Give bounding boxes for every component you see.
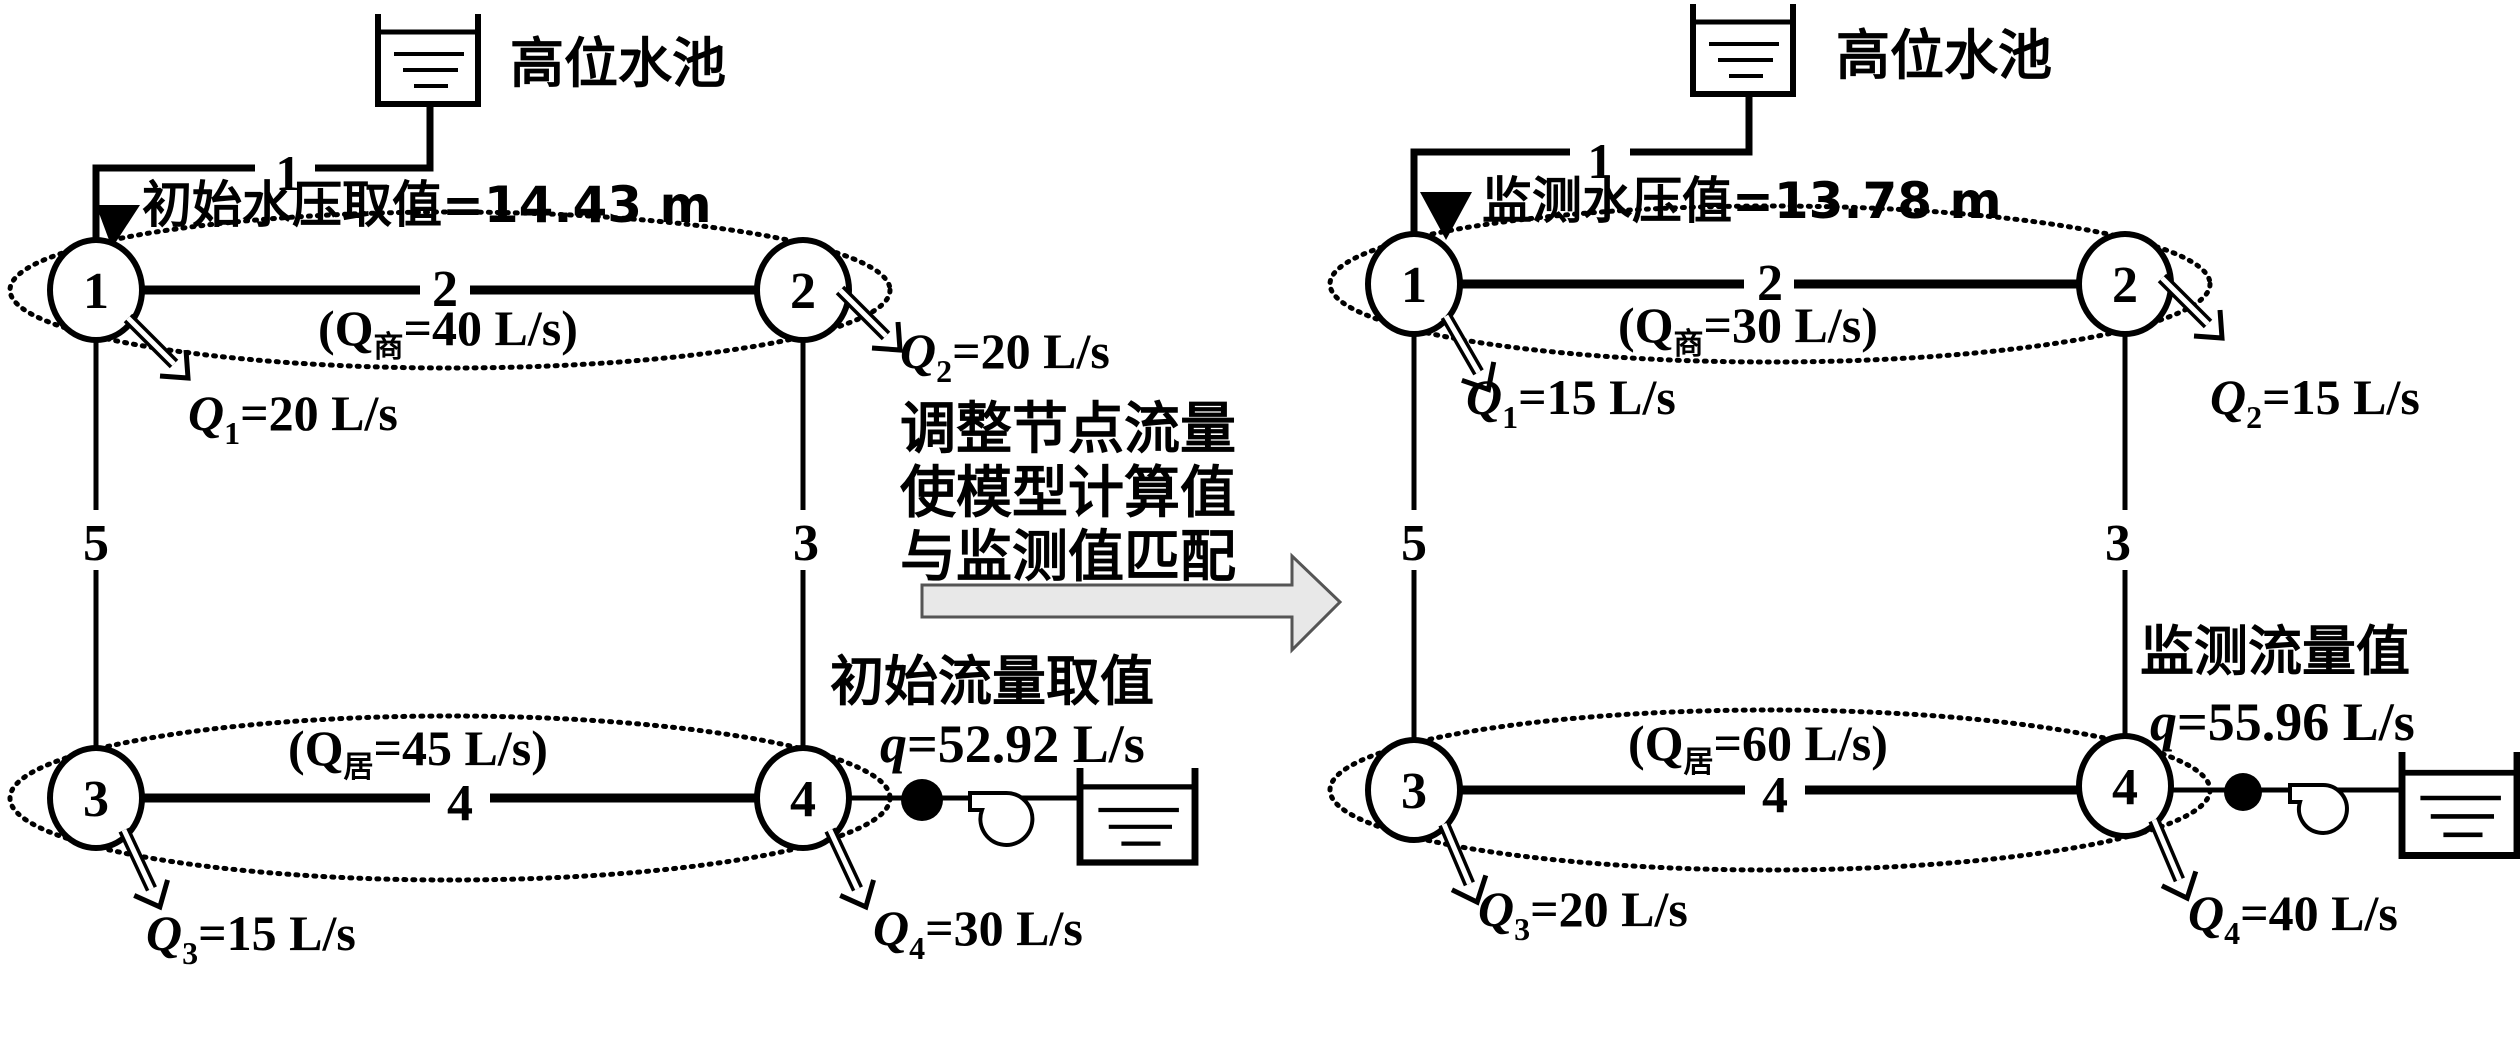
svg-text:2: 2 (2112, 257, 2138, 314)
pipe-4-label: 4 (1762, 767, 1788, 824)
panel-initial: 高位水池 1 初始水压取值=14.43 m 2 5 3 4 1 2 (7, 14, 1195, 971)
node-1: 1 (1365, 231, 1463, 337)
commercial-zone (7, 209, 893, 371)
svg-text:3: 3 (83, 771, 109, 828)
demand-q1: Q1=15 L/s (1466, 369, 1676, 435)
pump-icon (968, 790, 1035, 847)
transition-line-3: 与监测值匹配 (900, 525, 1236, 590)
node-3: 3 (47, 745, 145, 851)
demand-q1: Q1=20 L/s (188, 385, 398, 451)
pipe-3-label: 3 (2105, 515, 2131, 572)
demand-arrow-icon (128, 318, 188, 378)
transition-line-2: 使模型计算值 (900, 461, 1236, 526)
demand-q2: Q2=15 L/s (2210, 369, 2420, 435)
pump-icon (2288, 782, 2349, 835)
transition: 调整节点流量 使模型计算值 与监测值匹配 (900, 397, 1343, 654)
residential-demand-label: (Q居=45 L/s) (288, 720, 548, 785)
pipe-1-label: 1 (1588, 133, 1613, 189)
pipe-5-label: 5 (83, 515, 109, 572)
source-tank-icon (1080, 768, 1195, 863)
pipe-4-label: 4 (447, 775, 473, 832)
flow-meter-icon (901, 779, 943, 821)
pressure-marker-icon (1420, 192, 1472, 240)
node-2: 2 (2076, 231, 2174, 337)
node-3: 3 (1365, 737, 1463, 843)
pressure-text: 初始水压取值=14.43 m (142, 176, 712, 234)
pipe-2-label: 2 (432, 261, 458, 318)
commercial-demand-label: (Q商=40 L/s) (318, 300, 578, 365)
demand-arrow-icon (2162, 278, 2222, 338)
residential-demand-label: (Q居=60 L/s) (1628, 715, 1888, 780)
pipe-1-label: 1 (276, 145, 301, 201)
svg-text:4: 4 (2112, 759, 2138, 816)
pipe-3-label: 3 (793, 515, 819, 572)
flow-title: 初始流量取值 (830, 650, 1154, 713)
transition-line-1: 调整节点流量 (900, 397, 1236, 462)
demand-arrow-icon (840, 290, 900, 350)
node-1: 1 (47, 237, 145, 343)
high-reservoir-icon (378, 14, 478, 104)
commercial-zone (1327, 203, 2213, 365)
demand-q3: Q3=15 L/s (146, 905, 356, 971)
demand-q4: Q4=40 L/s (2188, 885, 2398, 951)
svg-text:1: 1 (83, 263, 109, 320)
transition-arrow-icon (920, 552, 1343, 654)
svg-text:2: 2 (790, 263, 816, 320)
reservoir-label: 高位水池 (510, 32, 726, 95)
svg-text:1: 1 (1401, 257, 1427, 314)
node-2: 2 (754, 237, 852, 343)
svg-text:3: 3 (1401, 763, 1427, 820)
node-4: 4 (2076, 733, 2174, 839)
reservoir-label: 高位水池 (1836, 24, 2052, 87)
pipe-5-label: 5 (1401, 515, 1427, 572)
flow-value: q=52.92 L/s (880, 714, 1145, 774)
panel-calibrated: 高位水池 1 监测水压值=13.78 m 2 5 3 4 1 2 3 (1327, 4, 2517, 951)
svg-text:4: 4 (790, 771, 816, 828)
source-tank-icon (2402, 752, 2517, 856)
high-reservoir-icon (1693, 4, 1793, 94)
flow-value: q=55.96 L/s (2150, 692, 2415, 752)
demand-q2: Q2=20 L/s (900, 323, 1110, 389)
pressure-text: 监测水压值=13.78 m (1482, 172, 2002, 230)
commercial-demand-label: (Q商=30 L/s) (1618, 297, 1878, 362)
pressure-marker-icon (96, 205, 140, 248)
demand-q3: Q3=20 L/s (1478, 881, 1688, 947)
demand-q4: Q4=30 L/s (873, 900, 1083, 966)
flow-title: 监测流量值 (2140, 620, 2410, 683)
pipe-2-label: 2 (1757, 255, 1783, 312)
flow-meter-icon (2224, 773, 2262, 811)
